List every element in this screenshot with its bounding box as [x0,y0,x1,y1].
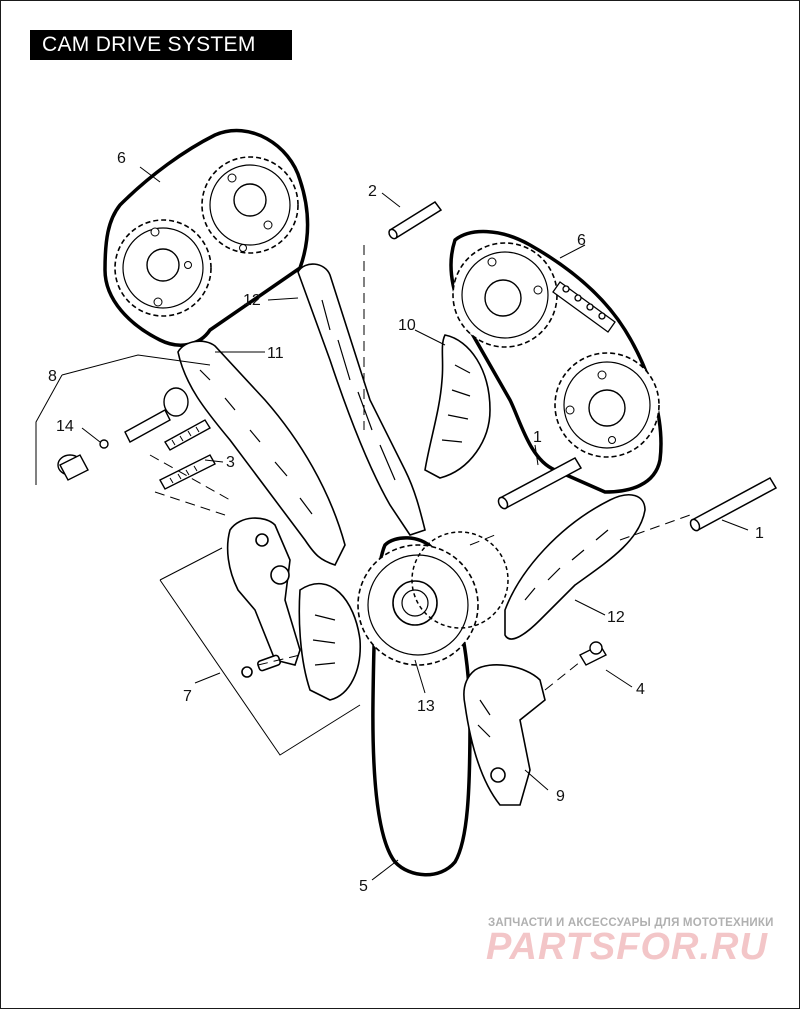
front-cam-chain [449,229,663,494]
callouts: 6 2 6 12 10 11 8 14 1 3 1 12 7 4 13 9 5 [48,150,764,895]
callout-12-lower: 12 [607,609,625,626]
rear-cam-sprocket-upper [201,156,299,254]
callout-3: 3 [226,454,235,471]
callout-7: 7 [183,688,192,705]
lower-chain-guide [504,494,646,640]
callout-6-front: 6 [577,232,586,249]
pin-item-1-b [689,477,778,532]
bolt-item-3-lower [159,454,216,490]
front-tensioner-assembly [463,664,546,806]
bolt-item-3-upper [164,419,211,451]
callout-11: 11 [267,345,284,362]
rear-cam-sprocket-lower [114,219,212,317]
callout-9: 9 [556,788,565,805]
callout-6-rear: 6 [117,150,126,167]
callout-13: 13 [417,698,435,715]
front-tensioner-shoe-10 [424,334,491,479]
pin-item-2 [388,201,443,240]
callout-1-center: 1 [533,429,542,446]
chain-link-segment [552,281,616,333]
watermark-logo: PARTSFOR.RU [486,926,768,968]
oil-fitting-item-8 [124,387,189,443]
callout-14: 14 [56,418,74,435]
bolt-item-4 [579,641,607,666]
watermark-caption: ЗАПЧАСТИ И АКСЕССУАРЫ ДЛЯ МОТОТЕХНИКИ [488,917,774,929]
crank-sprocket [357,544,479,666]
rear-tensioner-assembly [226,517,361,701]
page-title: CAM DRIVE SYSTEM [30,30,292,60]
callout-5: 5 [359,878,368,895]
callout-12-upper: 12 [243,292,261,309]
rear-chain-guide-11 [177,340,346,566]
callout-10: 10 [398,317,416,334]
pin-item-1-a [497,457,583,510]
leader-lines [35,166,749,881]
callout-1-right: 1 [755,525,764,542]
plug-item-14 [57,439,109,481]
rear-cam-chain [103,128,310,347]
callout-8: 8 [48,368,57,385]
crank-sprocket-outer [411,531,509,629]
upper-chain-guide [297,263,426,536]
callout-2: 2 [368,183,377,200]
front-cam-sprocket-lower [554,352,660,458]
front-cam-sprocket-upper [452,242,558,348]
dashed-alignment-lines [149,245,691,691]
callout-4: 4 [636,681,645,698]
